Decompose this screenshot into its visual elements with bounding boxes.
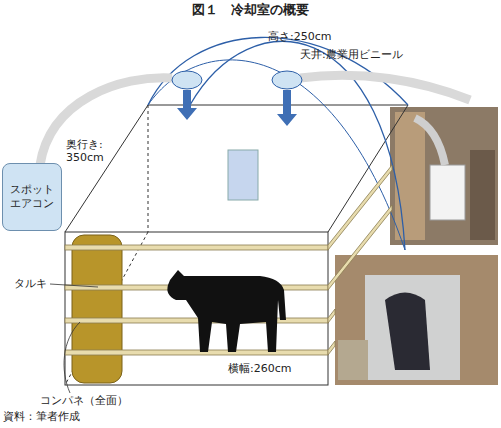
compane-panel [72,235,122,383]
dimension-label: 奥行き: 350cm [66,138,114,164]
door-curtain [228,150,258,200]
airflow-arrow [177,90,197,120]
rails [65,165,392,355]
source-caption: 資料：筆者作成 [3,410,80,423]
part-label: コンパネ（全面） [40,394,128,407]
room-front-face [65,232,328,385]
part-label: タルキ [14,277,47,290]
aircon-box: スポット エアコン [2,163,62,231]
cow-silhouette [167,270,286,352]
node-text: スポット エアコン [10,183,54,211]
photo-bale [338,340,368,380]
photo-wall [395,112,425,240]
airflow-arrow [277,90,297,126]
dimension-label: 高さ:250cm [268,30,331,43]
photo-aircon [390,107,498,245]
material-label: 天井:農業用ビニール [300,48,403,61]
leader-line [50,284,98,287]
photo-duct [415,118,445,165]
leader-line [64,322,80,393]
vent [172,71,202,89]
vent [272,71,302,89]
figure-title: 図１ 冷却室の概要 [192,3,309,16]
photo-curtain [365,275,460,380]
photo-room [335,255,498,385]
duct [40,78,172,165]
dimension-label: 横幅:260cm [228,362,291,375]
photo-stall [470,150,495,240]
photo-aircon-unit [430,165,465,220]
photo-cow [385,293,430,371]
